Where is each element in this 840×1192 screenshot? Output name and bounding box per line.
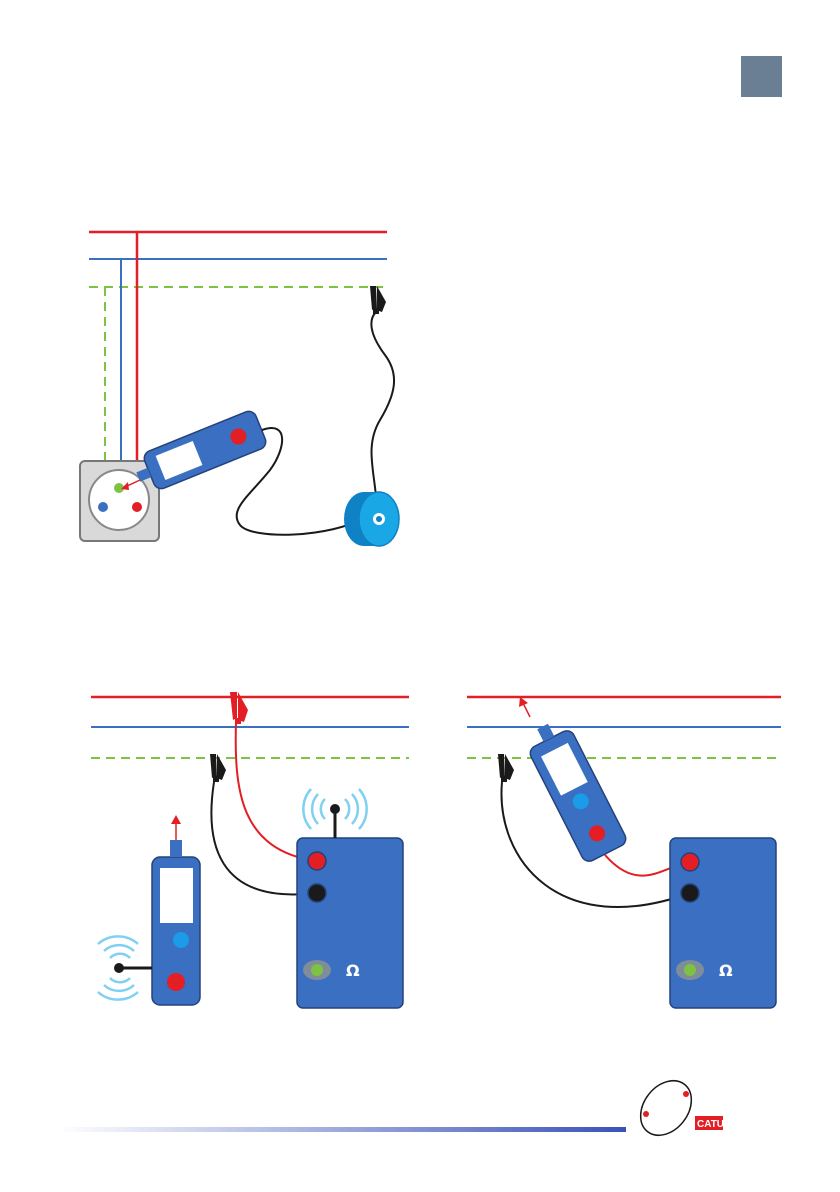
red-terminal: [167, 973, 185, 991]
alligator-clip-icon: [210, 754, 226, 782]
red-terminal: [681, 853, 699, 871]
socket-neutral-hole: [98, 502, 108, 512]
socket-phase-hole: [132, 502, 142, 512]
tilted-probe: [521, 716, 628, 864]
footer-gradient-bar: [58, 1127, 626, 1132]
remote-probe: [114, 815, 200, 1005]
earth-tester-instrument: Ω: [670, 838, 776, 1008]
red-terminal: [308, 852, 326, 870]
ohm-symbol: Ω: [719, 961, 733, 980]
blue-button: [173, 932, 189, 948]
black-terminal: [681, 884, 699, 902]
bottom-right-diagram: Ω: [467, 697, 781, 1008]
logo-text: CATU: [697, 1119, 724, 1130]
earth-tester-instrument: Ω: [297, 804, 403, 1008]
green-indicator: [311, 964, 323, 976]
reel-cable: [371, 312, 394, 497]
ohm-symbol: Ω: [346, 961, 360, 980]
arrow-up-icon: [523, 703, 530, 717]
alligator-clip-icon: [370, 286, 386, 314]
top-diagram: [80, 232, 399, 546]
green-indicator: [684, 964, 696, 976]
cable-reel: [344, 492, 399, 546]
black-terminal: [308, 884, 326, 902]
alligator-clip-icon: [498, 754, 514, 782]
catu-logo: CATU: [630, 1071, 724, 1145]
bottom-left-diagram: Ω: [91, 692, 409, 1008]
